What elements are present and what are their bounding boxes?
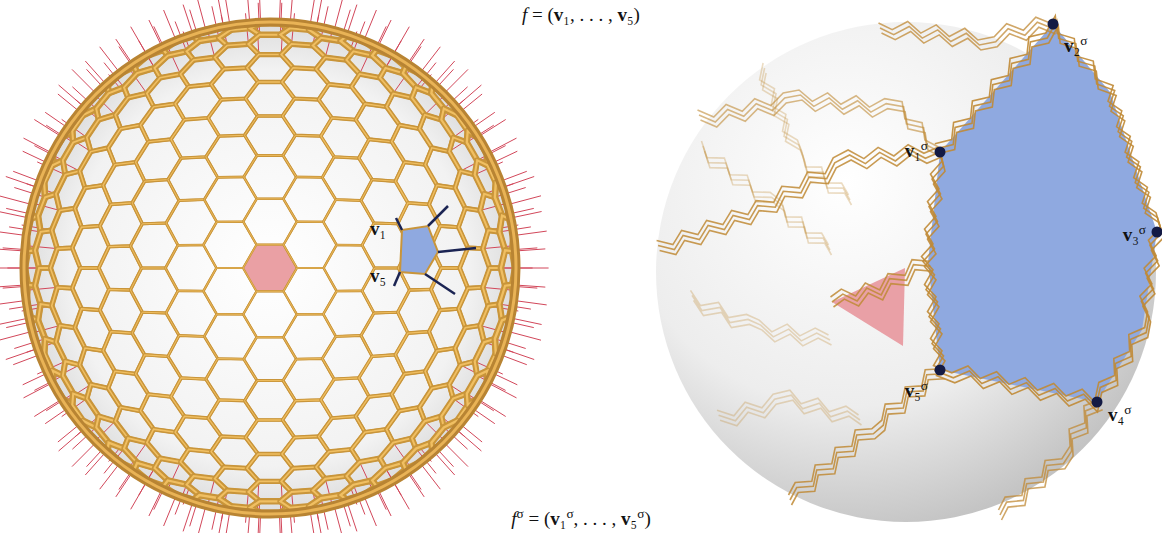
front-mesh (657, 16, 1162, 520)
normal-line (444, 443, 468, 467)
vertex-dot (1048, 19, 1059, 30)
mesh-strand (999, 400, 1100, 510)
mesh-strand (790, 374, 943, 500)
vertex-label: v₁σ (905, 141, 928, 160)
normal-line (334, 506, 343, 533)
normal-line (197, 506, 206, 533)
vertex-dot (935, 365, 946, 376)
vertex-dot (1092, 397, 1103, 408)
normal-line (456, 85, 482, 107)
mesh-strand (698, 90, 939, 147)
hex-highlight (165, 245, 216, 291)
mesh-strand (925, 26, 1162, 412)
vertex-dot (935, 147, 946, 158)
face-normal (428, 206, 448, 226)
vertex-label: v₅σ (905, 381, 928, 400)
hex-highlight (243, 245, 297, 292)
mesh-strand (922, 16, 1161, 402)
vertex-label: v₁ (370, 219, 386, 238)
mesh-strand (834, 270, 933, 307)
normal-line (508, 332, 541, 341)
normal-line (72, 69, 96, 93)
mesh-strand (691, 290, 829, 336)
face-formula: fσ = (v₁σ, . . . , v₅σ) (511, 509, 650, 528)
dome-rim-highlight (24, 22, 516, 514)
normal-line (334, 0, 343, 30)
face-normal (438, 248, 476, 252)
vertex-label: v₃σ (1123, 225, 1146, 244)
mesh-strand (792, 379, 945, 505)
mesh-strand (923, 21, 1162, 407)
normal-line (456, 429, 482, 451)
back-mesh (691, 63, 862, 426)
face-formula: f = (v₁, . . . , v₅) (522, 5, 640, 24)
mesh-strand (760, 63, 849, 195)
mesh-strand (831, 260, 930, 297)
normal-line (502, 177, 534, 188)
face-normal (394, 272, 400, 286)
mesh-strand (720, 400, 861, 426)
normal-line (513, 300, 546, 305)
normal-line (72, 443, 96, 467)
normal-line (59, 429, 85, 451)
vertex-label: v₂σ (1064, 36, 1087, 55)
normal-line (513, 231, 546, 236)
face-f (400, 226, 438, 274)
mesh-strand (1002, 410, 1103, 520)
mesh-strand (657, 145, 939, 245)
hex-cell (165, 245, 216, 291)
face-normal (425, 274, 455, 294)
mesh-strand (660, 155, 942, 255)
mesh-strand (789, 369, 942, 495)
normal-line (444, 69, 468, 93)
dome-ground (22, 20, 518, 516)
mesh-strand (699, 95, 940, 152)
normal-line (508, 196, 541, 205)
hex-dome (0, 0, 549, 533)
vertex-dot (1152, 227, 1162, 238)
mesh-strand (717, 390, 858, 416)
normal-line (0, 332, 32, 341)
normal-line (197, 0, 206, 30)
face-normal (396, 218, 402, 230)
vertex-normals (0, 0, 549, 533)
mesh-strand (879, 17, 1053, 40)
sphere-mesh (656, 16, 1162, 522)
vertex-label: v₄σ (1108, 405, 1131, 424)
face-f-sigma (928, 24, 1157, 402)
normal-line (0, 196, 32, 205)
hex-cell (243, 245, 297, 292)
mesh-strand (763, 73, 852, 205)
dome-rim (24, 22, 516, 514)
mesh-strand (692, 295, 830, 341)
sphere (656, 22, 1156, 522)
vertex-label: v₅ (370, 266, 386, 285)
normal-line (502, 349, 534, 360)
